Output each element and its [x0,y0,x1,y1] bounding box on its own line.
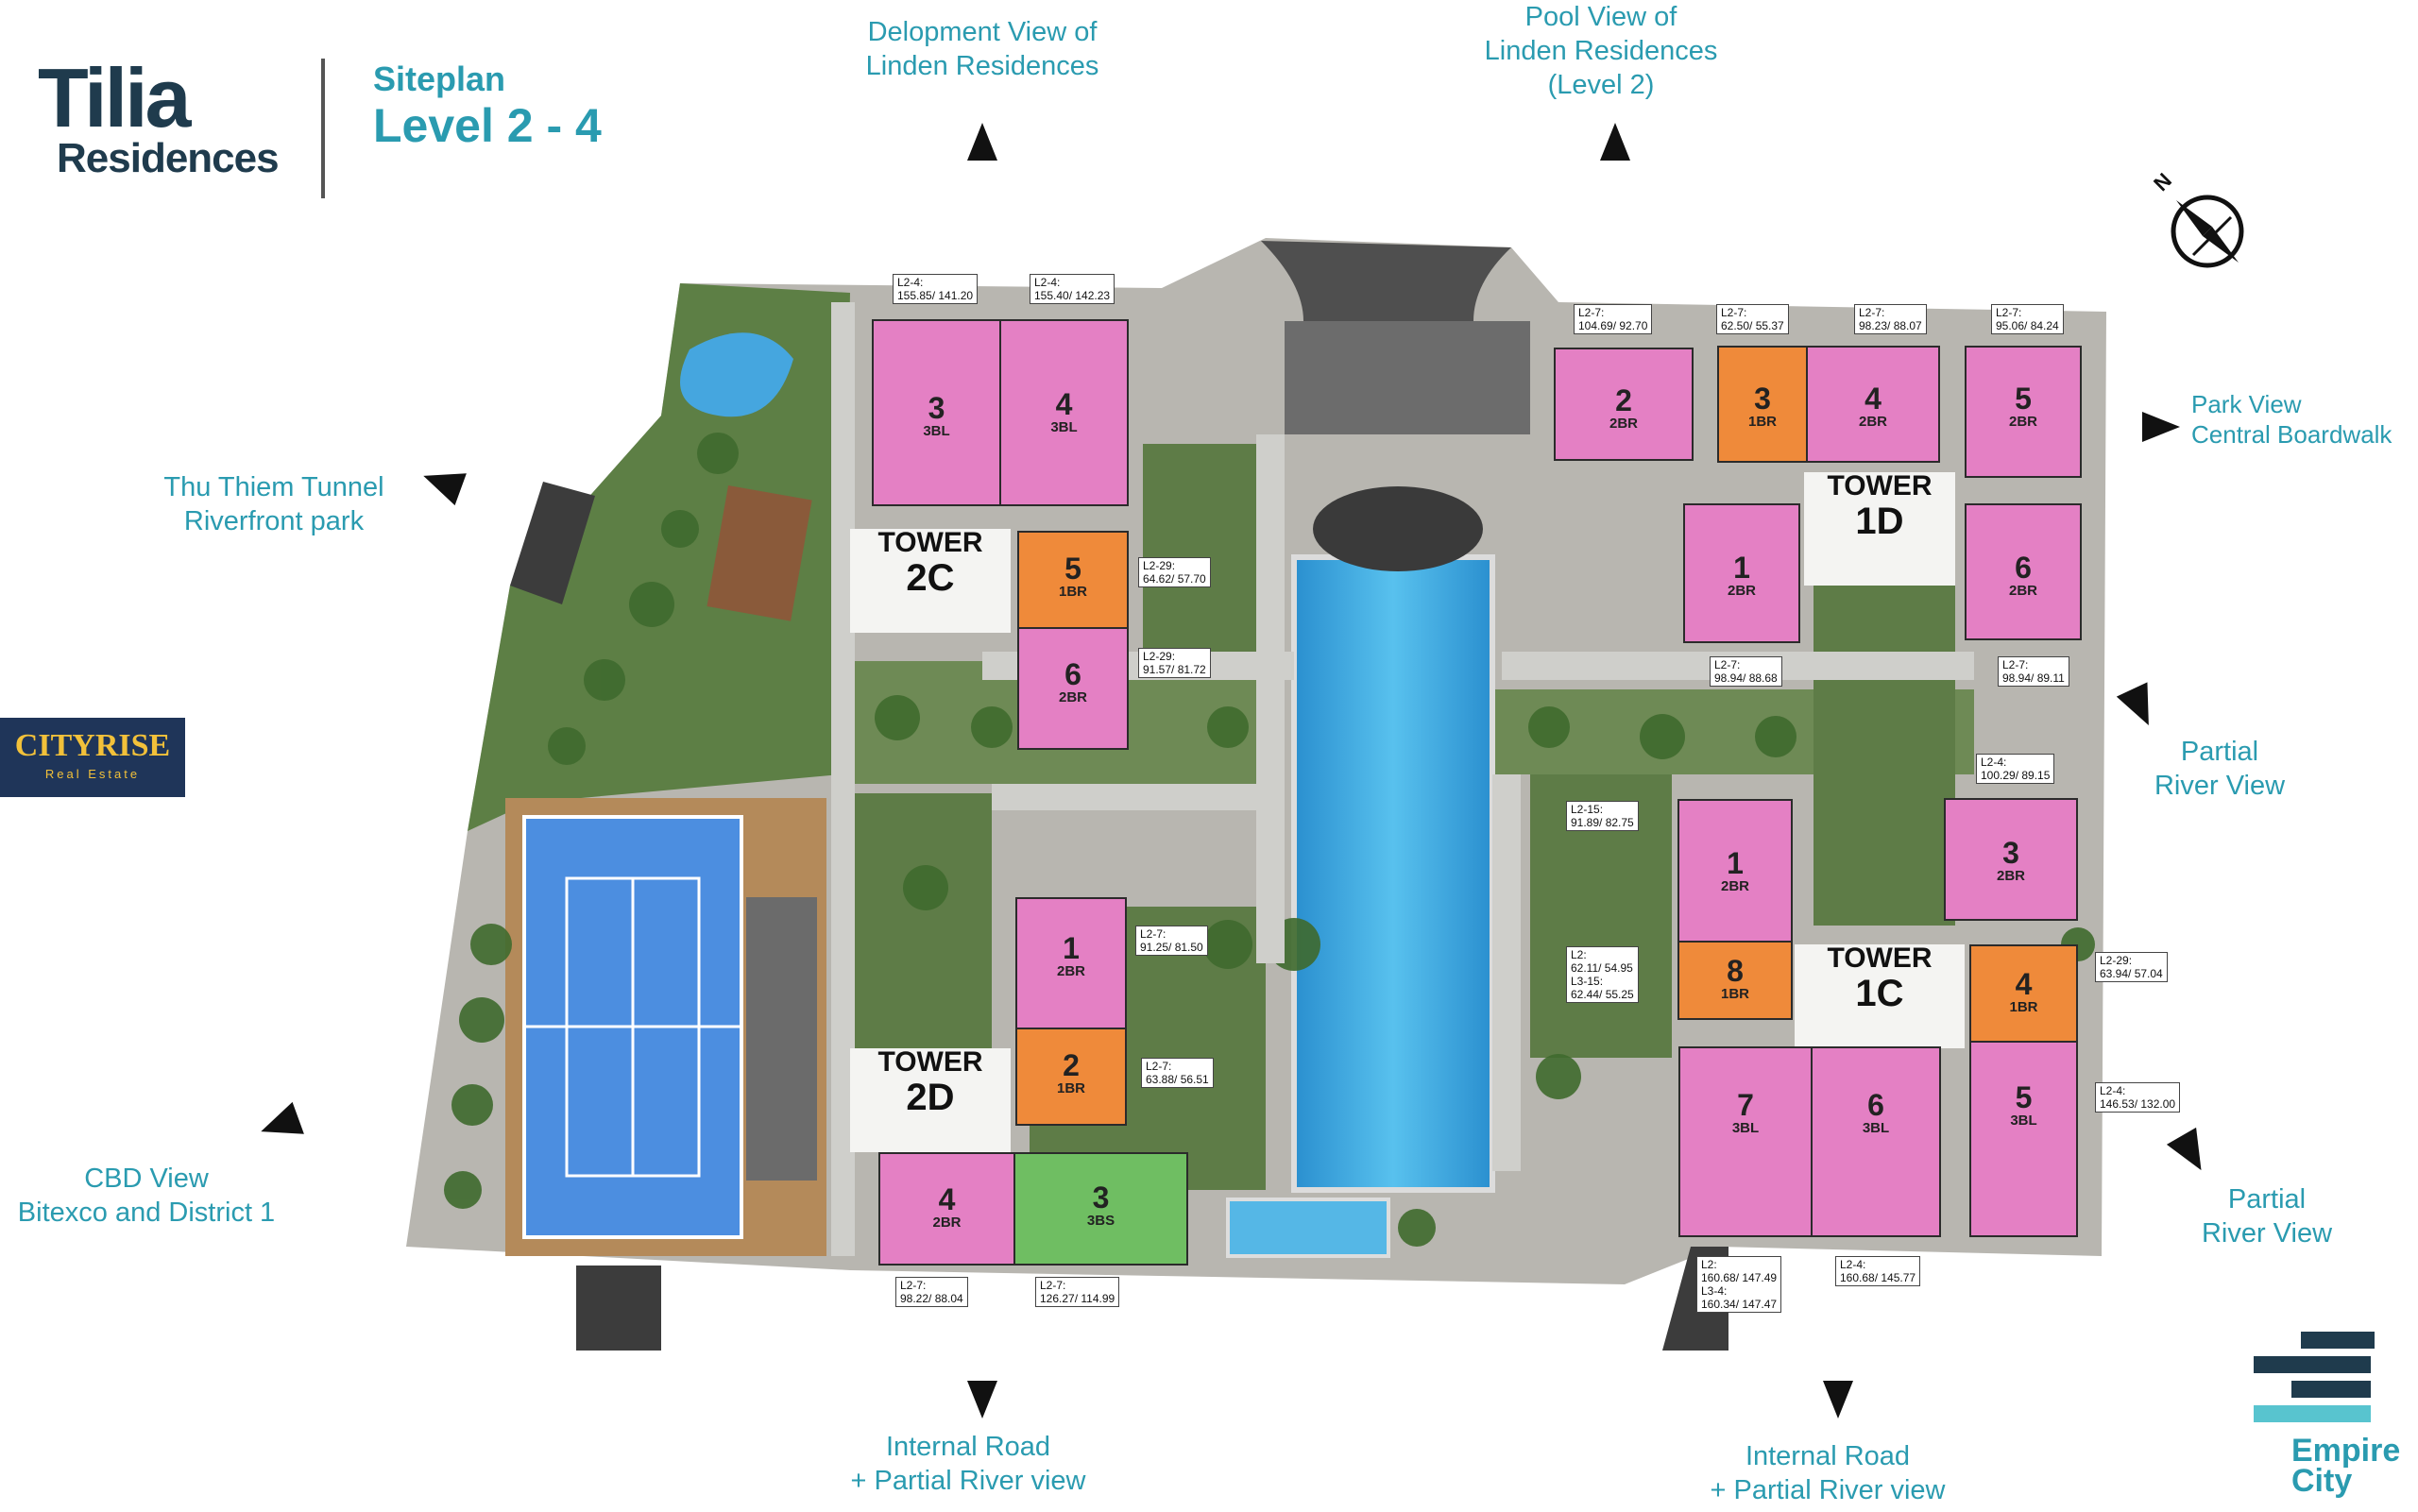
unit-1d-1[interactable]: 1 2BR [1683,503,1800,643]
brand-name-line1: Tilia [38,51,191,144]
main-pool [1291,554,1495,1193]
unit-1d-4[interactable]: 4 2BR [1806,346,1940,463]
view-label-cbd: CBD View Bitexco and District 1 [17,1164,276,1228]
cityrise-logo: CITYRISE Real Estate [0,718,185,797]
plan-label: Siteplan [373,59,506,98]
unit-1c-5[interactable]: 5 3BL [1969,1041,2078,1237]
tower-1c-label: TOWER 1C [1795,944,1965,1048]
area-label: L2-4: 160.68/ 145.77 [1835,1256,1921,1286]
unit-2c-6[interactable]: 6 2BR [1017,627,1129,750]
unit-1c-4[interactable]: 4 1BR [1969,944,2078,1043]
arrow-up-icon [967,123,997,161]
area-label: L2-7: 126.27/ 114.99 [1035,1277,1120,1307]
header-divider [321,59,325,198]
unit-2c-3[interactable]: 3 3BL [872,319,1001,506]
unit-1d-2[interactable]: 2 2BR [1554,348,1694,461]
tower-2c-label: TOWER 2C [850,529,1011,633]
unit-1d-3[interactable]: 3 1BR [1717,346,1808,463]
view-label-pool: Pool View of Linden Residences (Level 2) [1484,2,1718,100]
area-label: L2-29: 91.57/ 81.72 [1138,648,1211,678]
tower-2d-label: TOWER 2D [850,1048,1011,1152]
unit-1c-3[interactable]: 3 2BR [1944,798,2078,921]
unit-1d-5[interactable]: 5 2BR [1965,346,2082,478]
area-label: L2-7: 63.88/ 56.51 [1141,1058,1214,1088]
empire-city-logo: Empire City [2254,1328,2400,1507]
compass-icon: N [2149,168,2259,283]
unit-1c-1[interactable]: 1 2BR [1677,799,1793,943]
entrance-drive [1261,241,1511,321]
unit-1d-6[interactable]: 6 2BR [1965,503,2082,640]
central-plaza [1285,321,1530,434]
plan-level: Level 2 - 4 [373,99,602,152]
empire-city-name: Empire City [2291,1433,2401,1499]
unit-2c-4[interactable]: 4 3BL [999,319,1129,506]
area-label: L2-7: 98.94/ 88.68 [1710,656,1782,687]
view-label-partial-river-2: Partial River View [2201,1184,2333,1249]
area-label: L2-7: 91.25/ 81.50 [1135,926,1208,956]
area-label: L2-15: 91.89/ 82.75 [1566,801,1639,831]
view-label-riverfront-park: Thu Thiem Tunnel Riverfront park [163,472,384,536]
view-label-internal-road-2: Internal Road + Partial River view [1710,1441,1946,1505]
area-label: L2-4: 155.40/ 142.23 [1030,274,1115,304]
area-label: L2: 62.11/ 54.95 L3-15: 62.44/ 55.25 [1566,946,1639,1003]
view-label-partial-river-1: Partial River View [2154,737,2286,801]
unit-2d-4[interactable]: 4 2BR [878,1152,1015,1266]
arrow-down-icon [967,1381,997,1419]
area-label: L2: 160.68/ 147.49 L3-4: 160.34/ 147.47 [1696,1256,1782,1313]
pool-dome [1313,486,1483,571]
plan-title: Siteplan Level 2 - 4 [373,59,602,151]
area-label: L2-4: 155.85/ 141.20 [893,274,979,304]
unit-1c-8[interactable]: 8 1BR [1677,941,1793,1020]
arrow-up-icon [1600,123,1630,161]
tower-1d-label: TOWER 1D [1804,472,1955,586]
cityrise-logo-sub: Real Estate [44,767,141,781]
area-label: L2-7: 98.94/ 89.11 [1998,656,2069,687]
view-label-park-view: Park View Central Boardwalk [2191,390,2392,449]
area-label: L2-7: 98.23/ 88.07 [1854,304,1927,334]
brand-name: Tilia Residences [38,51,280,181]
area-label: L2-4: 100.29/ 89.15 [1976,754,2055,784]
area-label: L2-4: 146.53/ 132.00 [2095,1082,2181,1113]
area-label: L2-29: 64.62/ 57.70 [1138,557,1211,587]
lagoon-pool [680,332,793,417]
road-south-left [576,1266,661,1351]
area-label: L2-29: 63.94/ 57.04 [2095,952,2168,982]
unit-1c-7[interactable]: 7 3BL [1678,1046,1813,1237]
brand-name-line2: Residences [57,135,280,181]
unit-2d-1[interactable]: 1 2BR [1015,897,1127,1029]
area-label: L2-7: 62.50/ 55.37 [1716,304,1789,334]
garden-west [468,283,850,831]
road-west [510,482,595,604]
area-label: L2-7: 104.69/ 92.70 [1574,304,1653,334]
unit-2d-2[interactable]: 2 1BR [1015,1028,1127,1126]
arrow-right-icon [2142,412,2180,442]
area-label: L2-7: 95.06/ 84.24 [1991,304,2064,334]
area-label: L2-7: 98.22/ 88.04 [895,1277,968,1307]
view-label-internal-road-1: Internal Road + Partial River view [850,1432,1086,1496]
cityrise-logo-text: CITYRISE [14,728,171,763]
arrow-down-icon [1823,1381,1853,1419]
unit-2d-3[interactable]: 3 3BS [1013,1152,1188,1266]
unit-2c-5[interactable]: 5 1BR [1017,531,1129,629]
unit-1c-6[interactable]: 6 3BL [1811,1046,1941,1237]
view-label-development: Delopment View of Linden Residences [865,17,1099,81]
